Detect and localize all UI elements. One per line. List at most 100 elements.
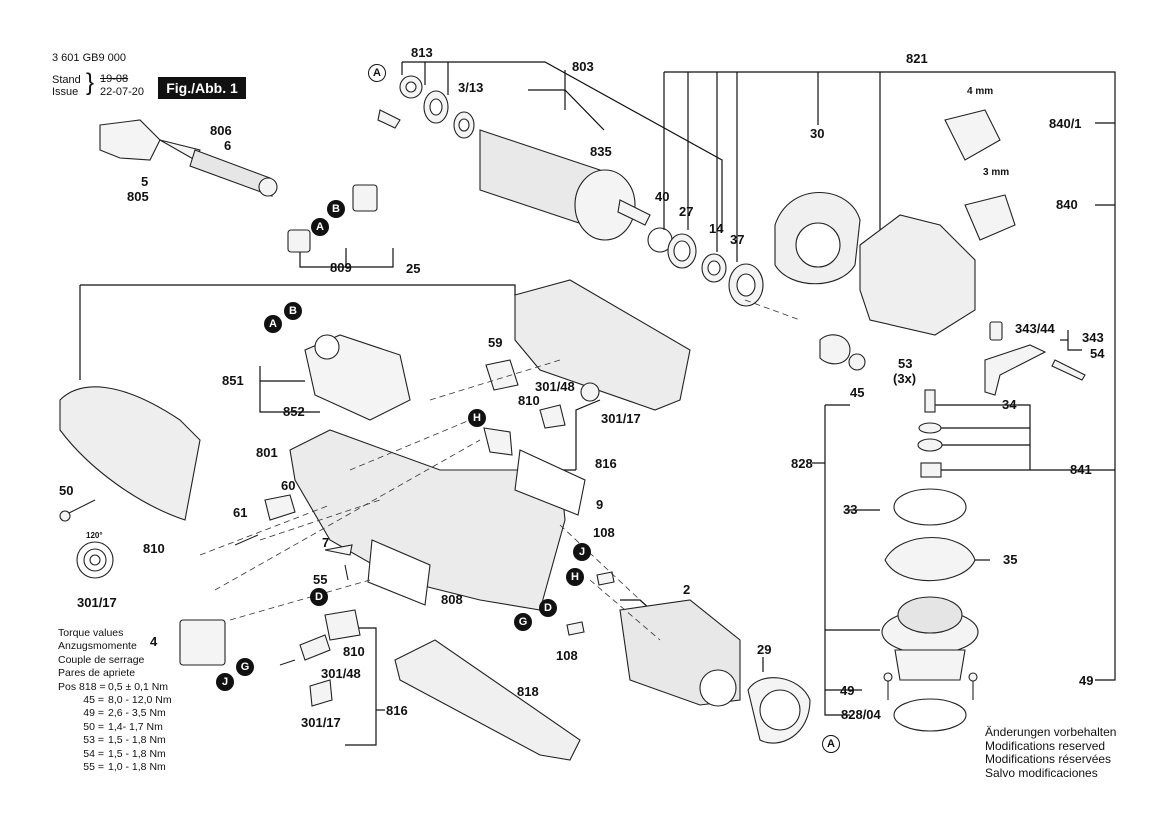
modification-notes: Änderungen vorbehalten Modifications res…: [985, 725, 1117, 780]
callout-34: 34: [1002, 397, 1017, 412]
torque-row: 45 =8,0 - 12,0 Nm: [58, 694, 171, 707]
torque-heading-es: Pares de apriete: [58, 667, 136, 680]
marker-j-right: J: [573, 543, 591, 561]
stand-label: Stand: [52, 74, 81, 86]
callout-803: 803: [572, 59, 594, 74]
callout-810-top: 810: [518, 393, 540, 408]
callout-852: 852: [283, 404, 305, 419]
marker-a-switch: A: [264, 315, 282, 333]
torque-val: 0,5 ± 0,1 Nm: [108, 680, 169, 693]
torque-row: 54 =1,5 - 1,8 Nm: [58, 748, 172, 761]
callout-828-04: 828/04: [841, 707, 881, 722]
torque-val: 2,6 - 3,5 Nm: [108, 707, 166, 720]
torque-row: 53 = 1,5 - 1,8 Nm: [58, 734, 172, 747]
callout-840: 840: [1056, 197, 1078, 212]
torque-heading-en: Torque values: [58, 627, 124, 639]
callout-55: 55: [313, 572, 328, 587]
callout-343: 343: [1082, 330, 1104, 345]
callout-30: 30: [810, 126, 825, 141]
callout-343-44: 343/44: [1015, 321, 1055, 336]
callout-3-13: 3/13: [458, 80, 484, 95]
callout-840-1: 840/1: [1049, 116, 1082, 131]
callout-2: 2: [683, 582, 691, 597]
marker-a-cable: A: [311, 218, 329, 236]
note-fr: Modifications réservées: [985, 752, 1112, 766]
callout-806: 806: [210, 123, 232, 138]
callout-4mm: 4 mm: [967, 86, 994, 97]
document-number: 3 601 GB9 000: [52, 52, 127, 64]
callout-828: 828: [791, 456, 813, 471]
marker-a-bottom: A: [822, 735, 840, 753]
torque-val: 1,5 - 1,8 Nm: [108, 734, 166, 747]
torque-pos: 54 =: [83, 747, 104, 760]
torque-val: 1,0 - 1,8 Nm: [108, 761, 166, 774]
callout-49-left: 49: [840, 683, 855, 698]
torque-pos: 50 =: [83, 720, 104, 733]
header-brace: }: [86, 69, 95, 96]
callout-301-17-left: 301/17: [77, 595, 117, 610]
callout-810-bottom: 810: [343, 644, 365, 659]
callout-40: 40: [655, 189, 670, 204]
callout-120-degrees: 120°: [86, 531, 103, 540]
stand-value: 19-08: [100, 73, 129, 85]
marker-d-right: D: [539, 599, 557, 617]
callout-37: 37: [730, 232, 745, 247]
callout-14: 14: [709, 221, 724, 236]
callout-35: 35: [1003, 552, 1018, 567]
callout-835: 835: [590, 144, 612, 159]
callout-7: 7: [322, 535, 330, 550]
torque-pos: Pos 818 =: [58, 680, 106, 693]
torque-values-table: Torque values Anzugsmomente Couple de se…: [58, 627, 172, 774]
torque-pos: 45 =: [83, 694, 104, 707]
marker-a-top: A: [368, 64, 386, 82]
marker-g-left: G: [236, 658, 254, 676]
callout-816-bottom: 816: [386, 703, 408, 718]
torque-row: 50 = 1,4- 1,7 Nm: [58, 721, 172, 734]
callout-301-48-top: 301/48: [535, 379, 575, 394]
marker-b-switch: B: [284, 302, 302, 320]
callout-3mm: 3 mm: [983, 167, 1010, 178]
torque-val: 1,4- 1,7 Nm: [108, 720, 163, 733]
callout-6: 6: [224, 138, 232, 153]
figure-label: Fig./Abb. 1: [158, 77, 246, 99]
callout-59: 59: [488, 335, 503, 350]
note-de: Änderungen vorbehalten: [985, 725, 1117, 739]
note-es: Salvo modificaciones: [985, 765, 1098, 780]
marker-d-left: D: [310, 588, 328, 606]
callout-818: 818: [517, 684, 539, 699]
callout-27: 27: [679, 204, 694, 219]
callout-25: 25: [406, 261, 421, 276]
marker-h-top: H: [468, 409, 486, 427]
callout-809: 809: [330, 260, 352, 275]
callout-810-spring: 810: [143, 541, 165, 556]
callout-53: 53: [898, 356, 913, 371]
callout-3x: (3x): [893, 371, 917, 386]
issue-label: Issue: [52, 86, 79, 98]
callout-4: 4: [150, 634, 158, 649]
callout-108-top: 108: [593, 525, 615, 540]
marker-j-left: J: [216, 673, 234, 691]
callout-841: 841: [1070, 462, 1092, 477]
callout-54: 54: [1090, 346, 1105, 361]
callout-49-right: 49: [1079, 673, 1094, 688]
note-en: Modifications reserved: [985, 738, 1106, 753]
torque-heading-de: Anzugsmomente: [58, 640, 137, 653]
torque-row: Pos 818 =0,5 ± 0,1 Nm: [58, 681, 172, 694]
callout-61: 61: [233, 505, 248, 520]
callout-821: 821: [906, 51, 928, 66]
torque-pos: 53 =: [83, 734, 104, 747]
torque-row: 55 = 1,0 - 1,8 Nm: [58, 761, 172, 774]
callout-805: 805: [127, 189, 149, 204]
callout-5: 5: [141, 174, 149, 189]
torque-row: 49 = 2,6 - 3,5 Nm: [58, 707, 172, 720]
callout-33: 33: [843, 502, 858, 517]
callout-45: 45: [850, 385, 865, 400]
torque-pos: 49 =: [83, 707, 104, 720]
callout-301-17-bottom: 301/17: [301, 715, 341, 730]
callout-9: 9: [596, 497, 604, 512]
marker-b-cable: B: [327, 200, 345, 218]
torque-pos: 55 =: [83, 761, 104, 774]
callout-108-bottom: 108: [556, 648, 578, 663]
torque-heading-fr: Couple de serrage: [58, 653, 145, 666]
